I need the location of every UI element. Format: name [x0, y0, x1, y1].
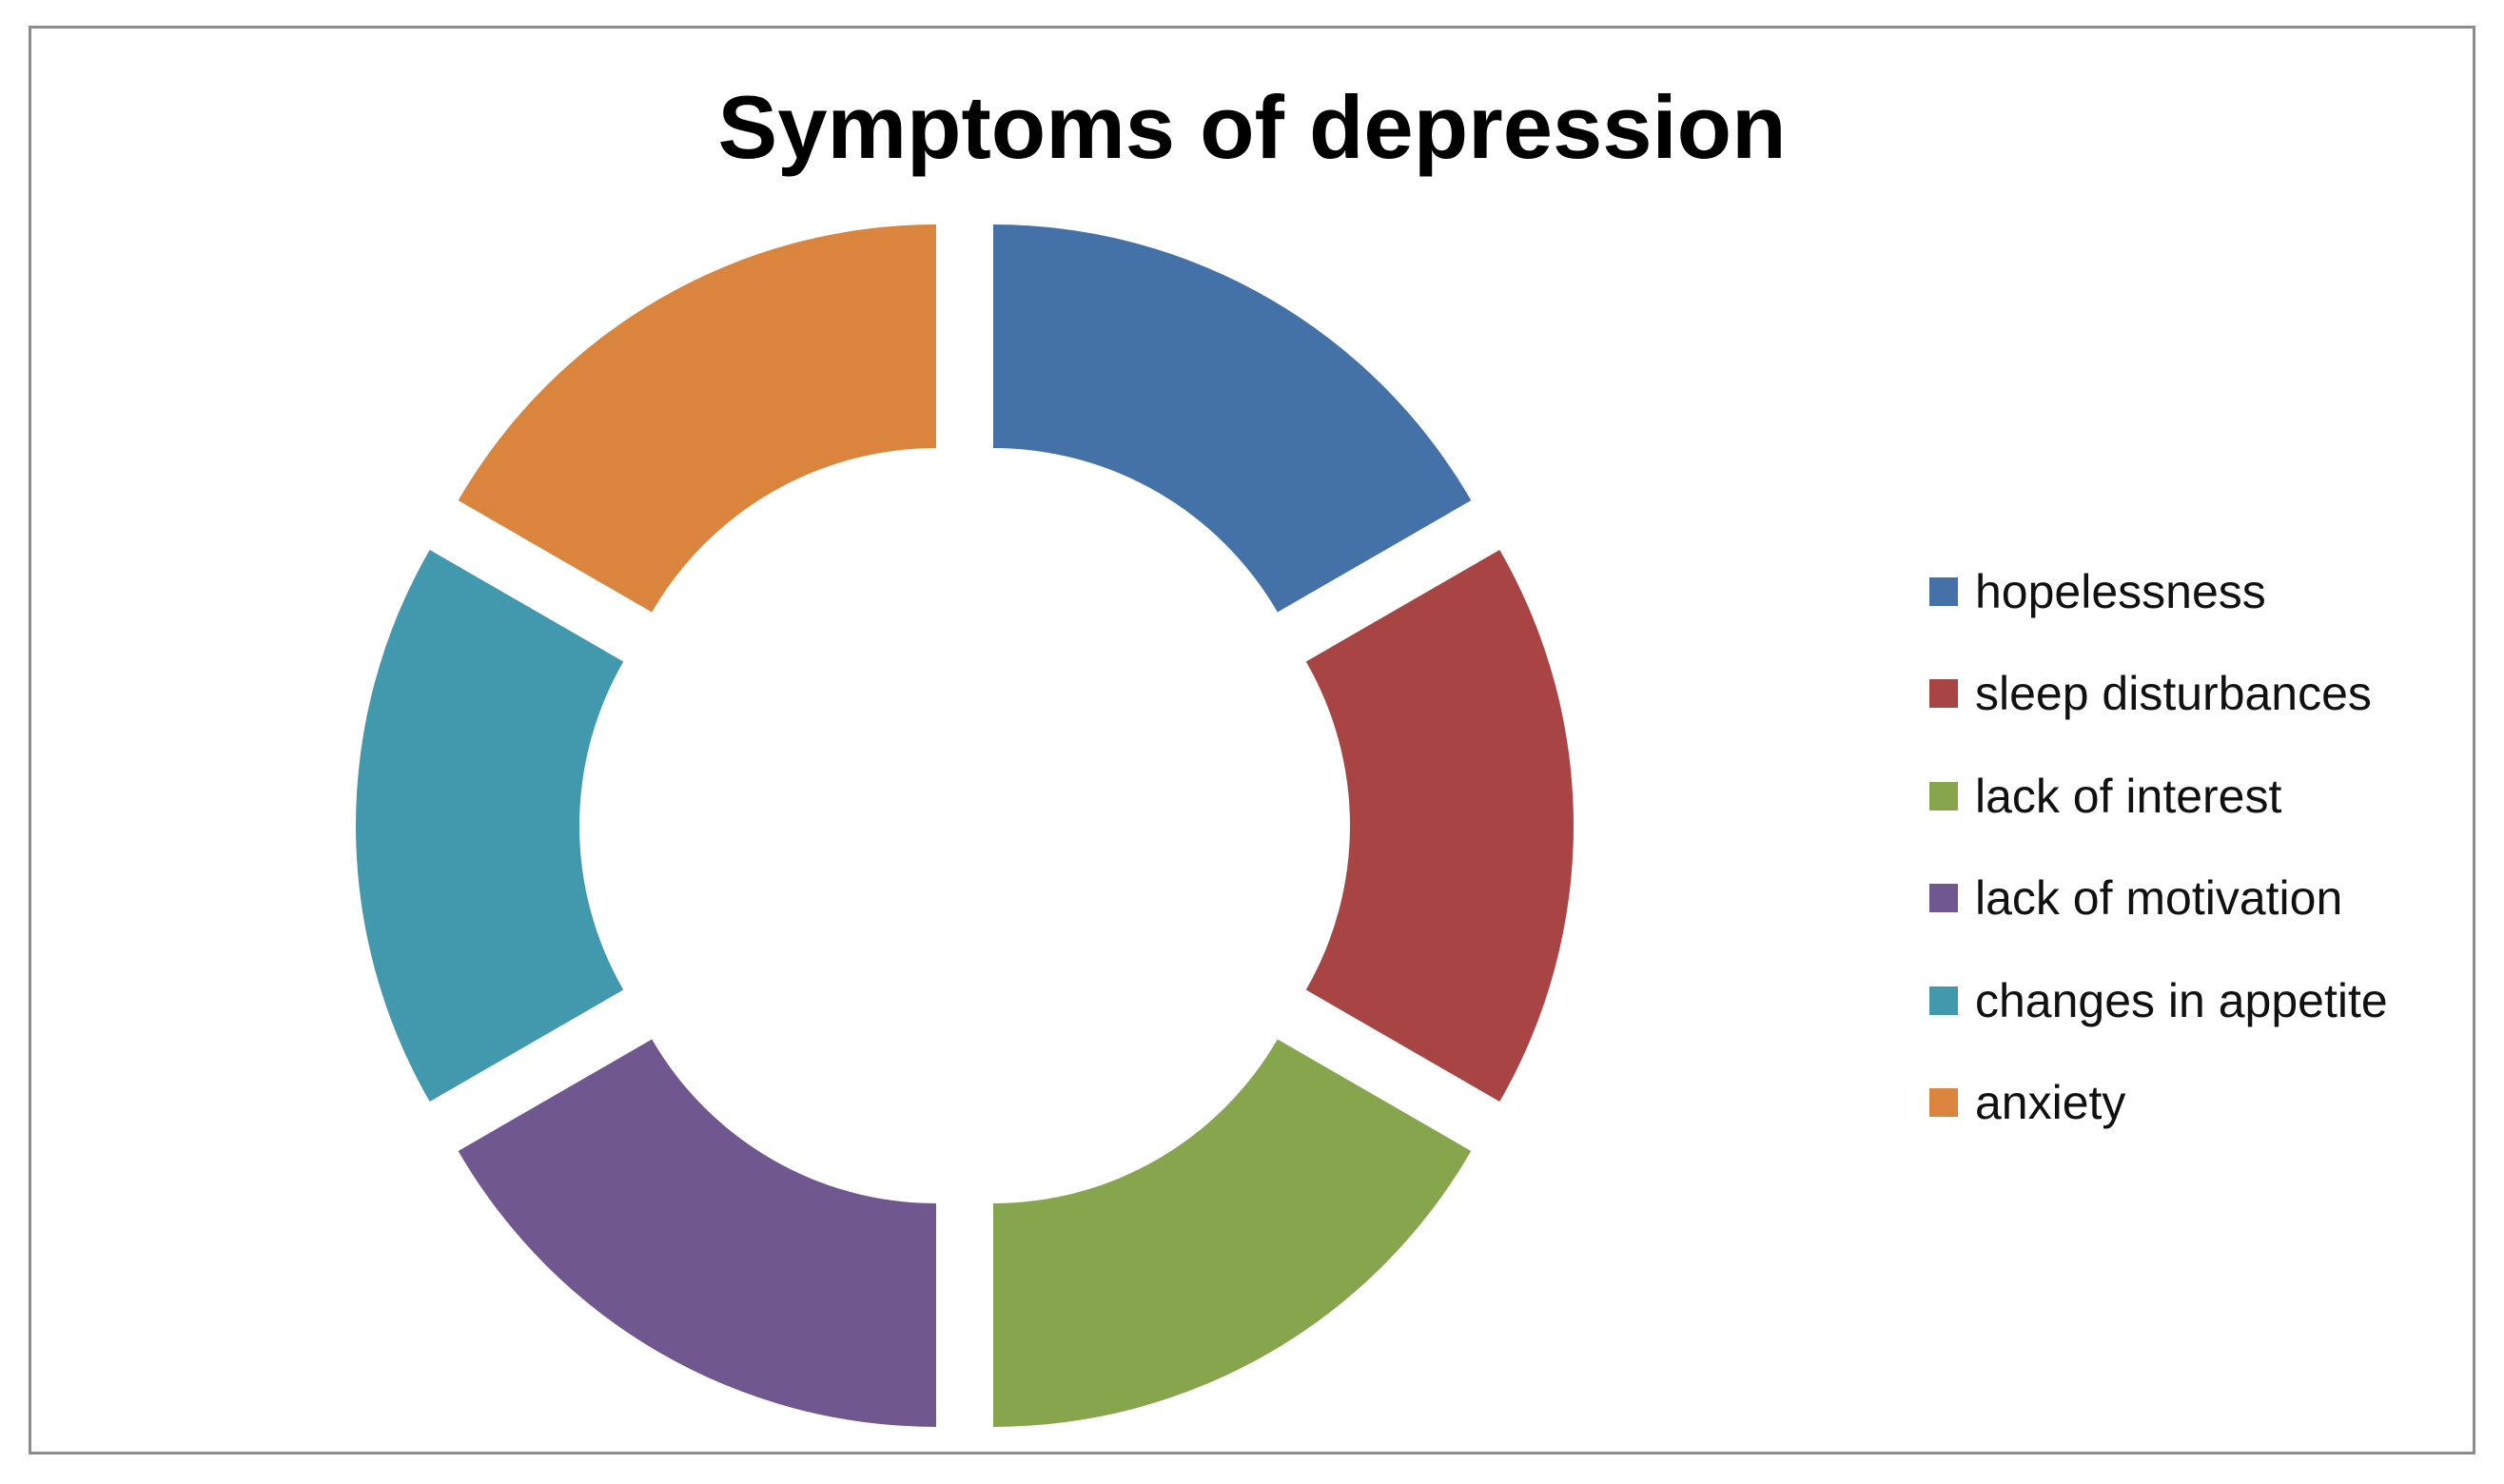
legend-label: lack of interest: [1975, 769, 2282, 823]
donut-slice-anxiety: [458, 225, 936, 613]
legend-label: lack of motivation: [1975, 871, 2343, 926]
legend-swatch: [1929, 679, 1958, 709]
donut-slice-hopelessness: [993, 225, 1472, 613]
donut-slice-lack-of-motivation: [458, 1039, 936, 1427]
legend-item: anxiety: [1929, 1052, 2388, 1155]
legend-item: sleep disturbances: [1929, 643, 2388, 746]
chart-legend: hopelessness sleep disturbances lack of in…: [1929, 540, 2388, 1154]
legend-label: hopelessness: [1975, 564, 2266, 618]
legend-label: sleep disturbances: [1975, 667, 2372, 721]
legend-item: changes in appetite: [1929, 949, 2388, 1052]
legend-swatch: [1929, 986, 1958, 1015]
donut-slice-sleep-disturbances: [1305, 550, 1574, 1102]
legend-item: lack of interest: [1929, 745, 2388, 848]
donut-slice-lack-of-interest: [993, 1039, 1472, 1427]
chart-title: Symptoms of depression: [717, 77, 1787, 177]
donut-slice-changes-in-appetite: [355, 550, 624, 1102]
legend-swatch: [1929, 1088, 1958, 1118]
legend-item: lack of motivation: [1929, 848, 2388, 950]
legend-swatch: [1929, 576, 1958, 606]
legend-swatch: [1929, 884, 1958, 913]
legend-swatch: [1929, 781, 1958, 810]
legend-item: hopelessness: [1929, 540, 2388, 643]
legend-label: changes in appetite: [1975, 973, 2388, 1027]
legend-label: anxiety: [1975, 1076, 2126, 1130]
